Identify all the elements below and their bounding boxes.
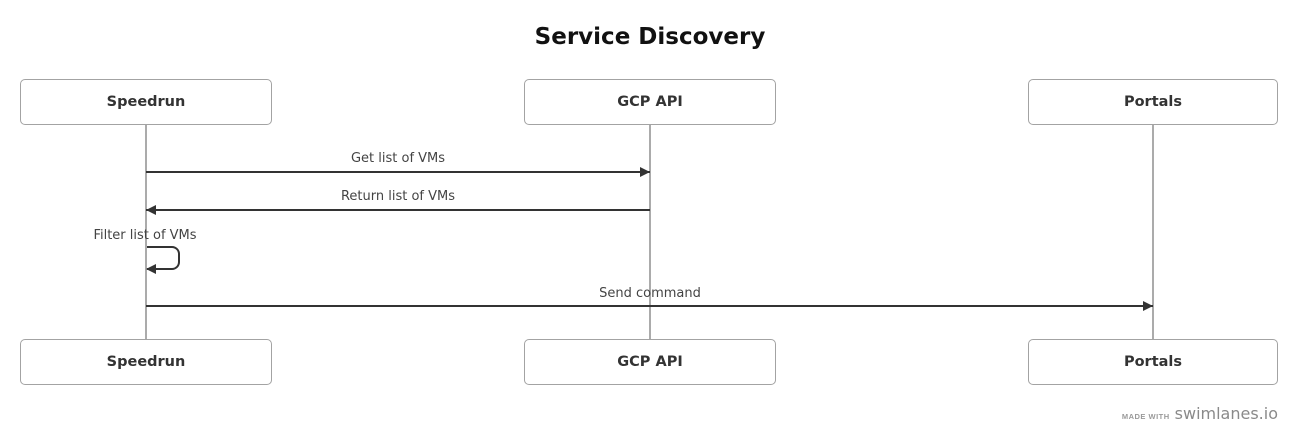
actor-label-portals: Portals	[1123, 354, 1183, 370]
message-line-return-list-of-vms	[146, 209, 650, 211]
actor-box-gcp-api-top: GCP API	[524, 79, 776, 125]
footer-credit: MADE WITH swimlanes.io	[1122, 404, 1278, 423]
actor-label-gcp-api: GCP API	[617, 354, 683, 370]
swimlanes-brand-link[interactable]: swimlanes.io	[1174, 404, 1278, 423]
arrowhead-left-icon	[146, 205, 156, 215]
actor-label-portals: Portals	[1123, 94, 1183, 110]
made-with-label: MADE WITH	[1121, 412, 1170, 421]
self-loop-line	[147, 246, 180, 270]
lifeline-speedrun	[145, 125, 147, 339]
message-label-send-command: Send command	[599, 286, 701, 301]
lifeline-gcp-api	[649, 125, 651, 339]
message-label-get-list-of-vms: Get list of VMs	[350, 151, 446, 166]
actor-box-portals-bottom: Portals	[1028, 339, 1278, 385]
message-label-filter-list-of-vms: Filter list of VMs	[93, 228, 197, 243]
message-label-return-list-of-vms: Return list of VMs	[340, 189, 456, 204]
actor-label-speedrun: Speedrun	[106, 354, 186, 370]
actor-box-portals-top: Portals	[1028, 79, 1278, 125]
actor-box-speedrun-top: Speedrun	[20, 79, 272, 125]
lifeline-portals	[1152, 125, 1154, 339]
actor-label-speedrun: Speedrun	[106, 94, 186, 110]
arrowhead-right-icon	[640, 167, 650, 177]
diagram-title: Service Discovery	[534, 24, 766, 50]
actor-box-speedrun-bottom: Speedrun	[20, 339, 272, 385]
arrowhead-right-icon	[1143, 301, 1153, 311]
actor-label-gcp-api: GCP API	[617, 94, 683, 110]
arrowhead-left-icon	[146, 264, 156, 274]
message-line-get-list-of-vms	[146, 171, 650, 173]
message-line-send-command	[146, 305, 1153, 307]
actor-box-gcp-api-bottom: GCP API	[524, 339, 776, 385]
